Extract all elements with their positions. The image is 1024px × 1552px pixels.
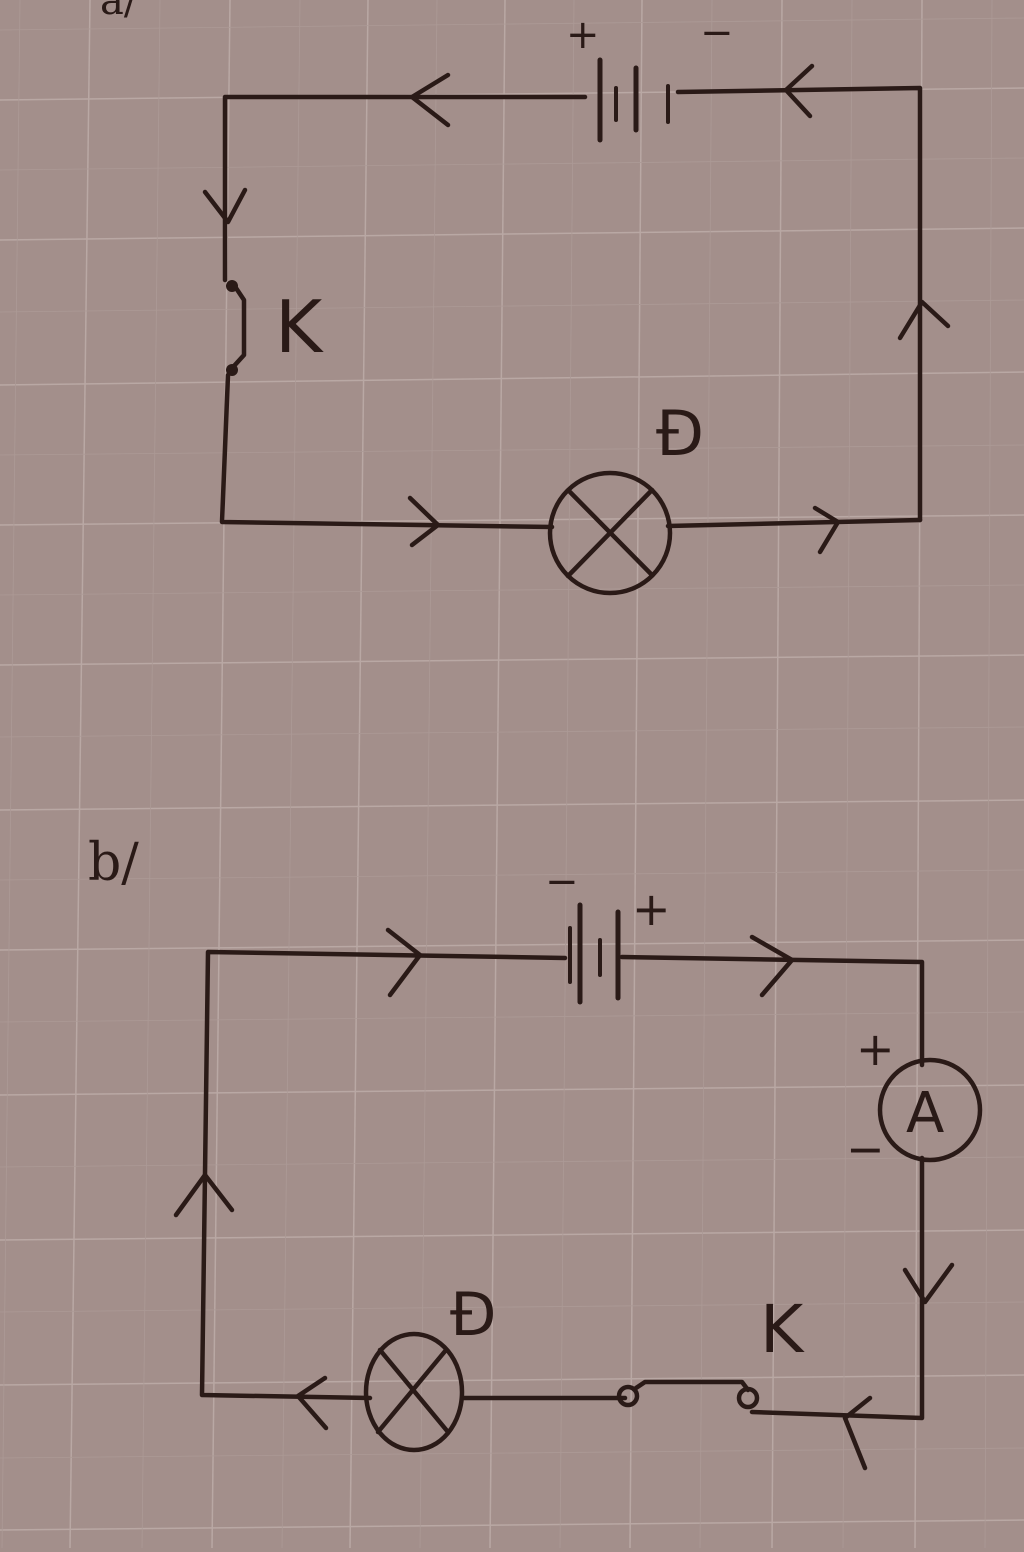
arrow-down-icon — [902, 1262, 955, 1305]
circuit-a-label: a/ — [100, 0, 138, 24]
circuit-a-wire-left-lower — [219, 372, 555, 530]
circuit-a-current-arrows — [202, 63, 951, 555]
circuit-a: a/ + − K Đ — [100, 0, 951, 596]
circuit-a-switch-label: K — [275, 285, 324, 369]
circuit-b-battery-plus: + — [632, 882, 671, 936]
circuit-b-ammeter-plus: + — [856, 1022, 895, 1076]
circuit-b-battery: − + — [545, 859, 671, 1005]
arrow-right-icon — [749, 934, 795, 998]
circuit-a-battery-plus: + — [566, 12, 600, 58]
circuit-b-wire-right-lower — [749, 1155, 925, 1421]
circuit-a-lamp-label: Đ — [656, 397, 704, 470]
arrow-down-icon — [202, 187, 248, 225]
circuit-a-switch: K — [226, 280, 324, 376]
circuit-b-switch: K — [616, 1291, 805, 1410]
circuit-a-lamp: Đ — [547, 397, 704, 596]
circuit-b-current-arrows — [173, 927, 955, 1471]
circuit-b-lamp-label: Đ — [450, 1280, 497, 1350]
circuit-b: b/ − + A + − K — [88, 833, 983, 1471]
arrow-left-icon — [842, 1395, 873, 1471]
arrow-left-icon — [409, 72, 451, 128]
arrow-right-icon — [812, 505, 841, 555]
circuit-b-ammeter: A + − — [846, 1022, 983, 1176]
arrow-right-icon — [385, 927, 423, 998]
circuit-a-wire-top-right — [675, 85, 923, 523]
circuit-b-wire-top-left — [199, 949, 568, 1401]
arrow-right-icon — [407, 495, 441, 548]
circuit-a-battery-minus: − — [700, 10, 734, 56]
circuit-b-label: b/ — [88, 833, 139, 893]
circuit-b-wire-top-right — [619, 954, 925, 1068]
circuit-b-ammeter-symbol: A — [906, 1081, 944, 1146]
arrow-left-icon — [783, 63, 815, 119]
circuit-b-ammeter-minus: − — [846, 1122, 885, 1176]
circuit-b-lamp: Đ — [363, 1280, 497, 1453]
circuit-b-switch-label: K — [760, 1291, 805, 1368]
circuit-a-wire-bottom-right — [665, 517, 923, 529]
circuit-b-battery-minus: − — [545, 859, 579, 905]
arrow-up-icon — [897, 299, 951, 341]
arrow-left-icon — [295, 1375, 329, 1431]
circuit-a-battery: + − — [566, 10, 734, 143]
arrow-up-icon — [173, 1172, 235, 1218]
circuit-a-wire-top-left — [222, 94, 588, 283]
